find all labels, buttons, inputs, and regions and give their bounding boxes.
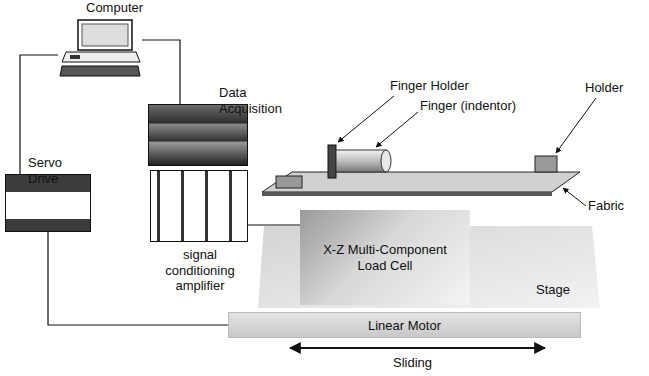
node-label: Stage bbox=[536, 282, 570, 298]
part-label: Finger Holder bbox=[390, 78, 469, 94]
word: X-Z bbox=[323, 242, 344, 257]
fabric-plate bbox=[262, 172, 580, 192]
computer-icon bbox=[60, 20, 140, 76]
fabric-rig bbox=[262, 145, 580, 196]
node-label: X-Z Multi-Component Load Cell bbox=[320, 242, 450, 273]
monitor bbox=[78, 20, 132, 50]
word: conditioning bbox=[165, 263, 234, 278]
word: Holder bbox=[430, 78, 468, 93]
leader-line bbox=[556, 98, 596, 153]
part-label: Finger (indentor) bbox=[420, 98, 516, 114]
word: Data bbox=[219, 85, 246, 100]
word: Computer bbox=[86, 0, 143, 15]
screen bbox=[82, 24, 128, 46]
word: Motor bbox=[408, 318, 441, 333]
stage: Stage X-Z Multi-Component Load Cell bbox=[260, 205, 600, 308]
word: Cell bbox=[390, 258, 412, 273]
signal-wire bbox=[48, 232, 228, 325]
leader-line bbox=[338, 96, 394, 142]
base bbox=[62, 52, 140, 62]
word: Stage bbox=[536, 282, 570, 297]
node-label: Computer bbox=[86, 0, 143, 16]
part-label: Sliding bbox=[393, 355, 432, 371]
word: Holder bbox=[585, 80, 623, 95]
linear-motor: Linear Motor bbox=[228, 312, 581, 338]
servo-drive: Servo Drive bbox=[5, 174, 91, 232]
signal-wire bbox=[248, 224, 300, 225]
part-label: Fabric bbox=[588, 198, 624, 214]
finger-cylinder bbox=[336, 150, 386, 172]
computer: Computer bbox=[58, 18, 142, 78]
right-holder bbox=[535, 156, 557, 172]
amplifier: signal conditioning amplifier bbox=[150, 170, 248, 242]
signal-wire bbox=[142, 40, 180, 104]
drive bbox=[70, 55, 80, 59]
word: Fabric bbox=[588, 198, 624, 213]
left-holder bbox=[276, 176, 302, 188]
load-cell: X-Z Multi-Component Load Cell bbox=[300, 210, 470, 305]
finger-end bbox=[381, 150, 391, 172]
word: Finger bbox=[390, 78, 427, 93]
word: amplifier bbox=[175, 278, 224, 293]
word: Finger bbox=[420, 98, 457, 113]
word: Servo bbox=[28, 155, 62, 170]
finger-holder bbox=[328, 145, 336, 178]
word: (indentor) bbox=[460, 98, 516, 113]
word: Sliding bbox=[393, 355, 432, 370]
word: Load bbox=[358, 258, 387, 273]
word: Acquisition bbox=[219, 101, 282, 116]
word: Multi-Component bbox=[348, 242, 447, 257]
data-acquisition: Data Acquisition bbox=[148, 104, 248, 166]
leader-line bbox=[376, 112, 418, 147]
node-label: Data Acquisition bbox=[219, 85, 282, 116]
sliding-arrow bbox=[290, 347, 545, 349]
node-label: Servo Drive bbox=[28, 155, 90, 186]
leader-line bbox=[563, 188, 586, 206]
node-label: Linear Motor bbox=[229, 318, 580, 334]
word: Drive bbox=[28, 171, 58, 186]
part-label: Holder bbox=[585, 80, 623, 96]
node-label: signal conditioning amplifier bbox=[155, 247, 245, 294]
plate-edge bbox=[262, 192, 552, 196]
keyboard bbox=[60, 66, 140, 76]
word: signal bbox=[183, 247, 217, 262]
word: Linear bbox=[368, 318, 404, 333]
